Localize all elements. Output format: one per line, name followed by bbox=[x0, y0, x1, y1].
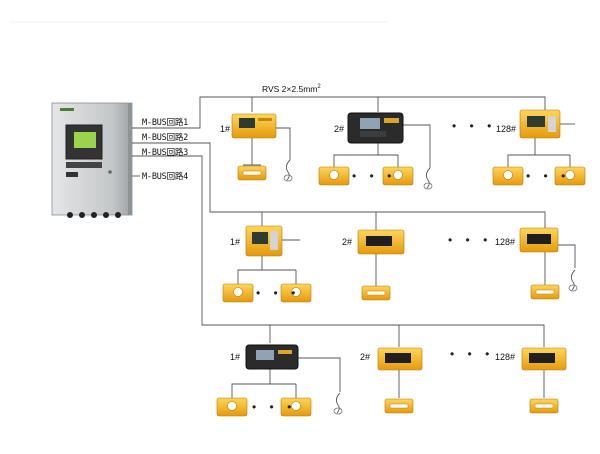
row2-ct-1a bbox=[222, 283, 254, 303]
row2-meter-2 bbox=[357, 229, 405, 255]
controller-cabinet bbox=[51, 102, 133, 218]
row3-meter-1 bbox=[245, 344, 299, 370]
row1-meter-2 bbox=[347, 112, 404, 144]
row1-probe-1 bbox=[283, 159, 293, 182]
row2-node-1-number: 1# bbox=[230, 237, 241, 247]
row3-ellipsis: • • • bbox=[450, 347, 495, 361]
row1-ct-2a bbox=[318, 166, 350, 186]
row2-probe-128 bbox=[568, 269, 578, 292]
cable-spec-label: RVS 2×2.5mm2 bbox=[262, 84, 321, 94]
row1-ct-128a bbox=[492, 166, 524, 186]
row3-node-128-number: 128# bbox=[495, 352, 516, 362]
row3-node-1-number: 1# bbox=[230, 352, 241, 362]
row3-ct-2 bbox=[384, 398, 414, 414]
loop-3-label: M-BUS回路3 bbox=[142, 148, 189, 158]
row1-node-1-number: 1# bbox=[220, 124, 231, 134]
row2-node-128-number: 128# bbox=[495, 237, 516, 247]
row3-ct-128 bbox=[529, 398, 559, 414]
row1-node-2-number: 2# bbox=[334, 124, 345, 134]
loop-4-label: M-BUS回路4 bbox=[142, 172, 189, 182]
row1-ct-ellipsis: • • • bbox=[352, 169, 397, 183]
row2-node-2-number: 2# bbox=[342, 237, 353, 247]
row3-node-2-number: 2# bbox=[360, 352, 371, 362]
row3-ct-ellipsis: • • • bbox=[252, 400, 297, 414]
bus-wires bbox=[10, 21, 576, 398]
row1-meter-1 bbox=[231, 113, 277, 139]
row2-ct-ellipsis: • • • bbox=[256, 286, 301, 300]
row2-meter-1 bbox=[245, 225, 283, 257]
row1-ct128-ellipsis: • • • bbox=[526, 169, 571, 183]
row3-ct-1a bbox=[216, 397, 248, 417]
row2-ct-2 bbox=[361, 285, 391, 301]
row2-meter-128 bbox=[519, 227, 559, 253]
row1-meter-128 bbox=[519, 109, 561, 139]
row3-meter-2 bbox=[377, 347, 423, 371]
row3-probe-1 bbox=[333, 392, 343, 415]
row1-ct-1 bbox=[237, 165, 267, 181]
row1-node-128-number: 128# bbox=[496, 124, 517, 134]
row2-ct-128 bbox=[530, 284, 560, 300]
loop-2-label: M-BUS回路2 bbox=[142, 133, 189, 143]
row1-probe-2 bbox=[423, 167, 433, 190]
row3-meter-128 bbox=[521, 347, 567, 371]
row1-ellipsis: • • • bbox=[452, 119, 497, 133]
row2-ellipsis: • • • bbox=[448, 233, 493, 247]
loop-1-label: M-BUS回路1 bbox=[142, 118, 189, 128]
